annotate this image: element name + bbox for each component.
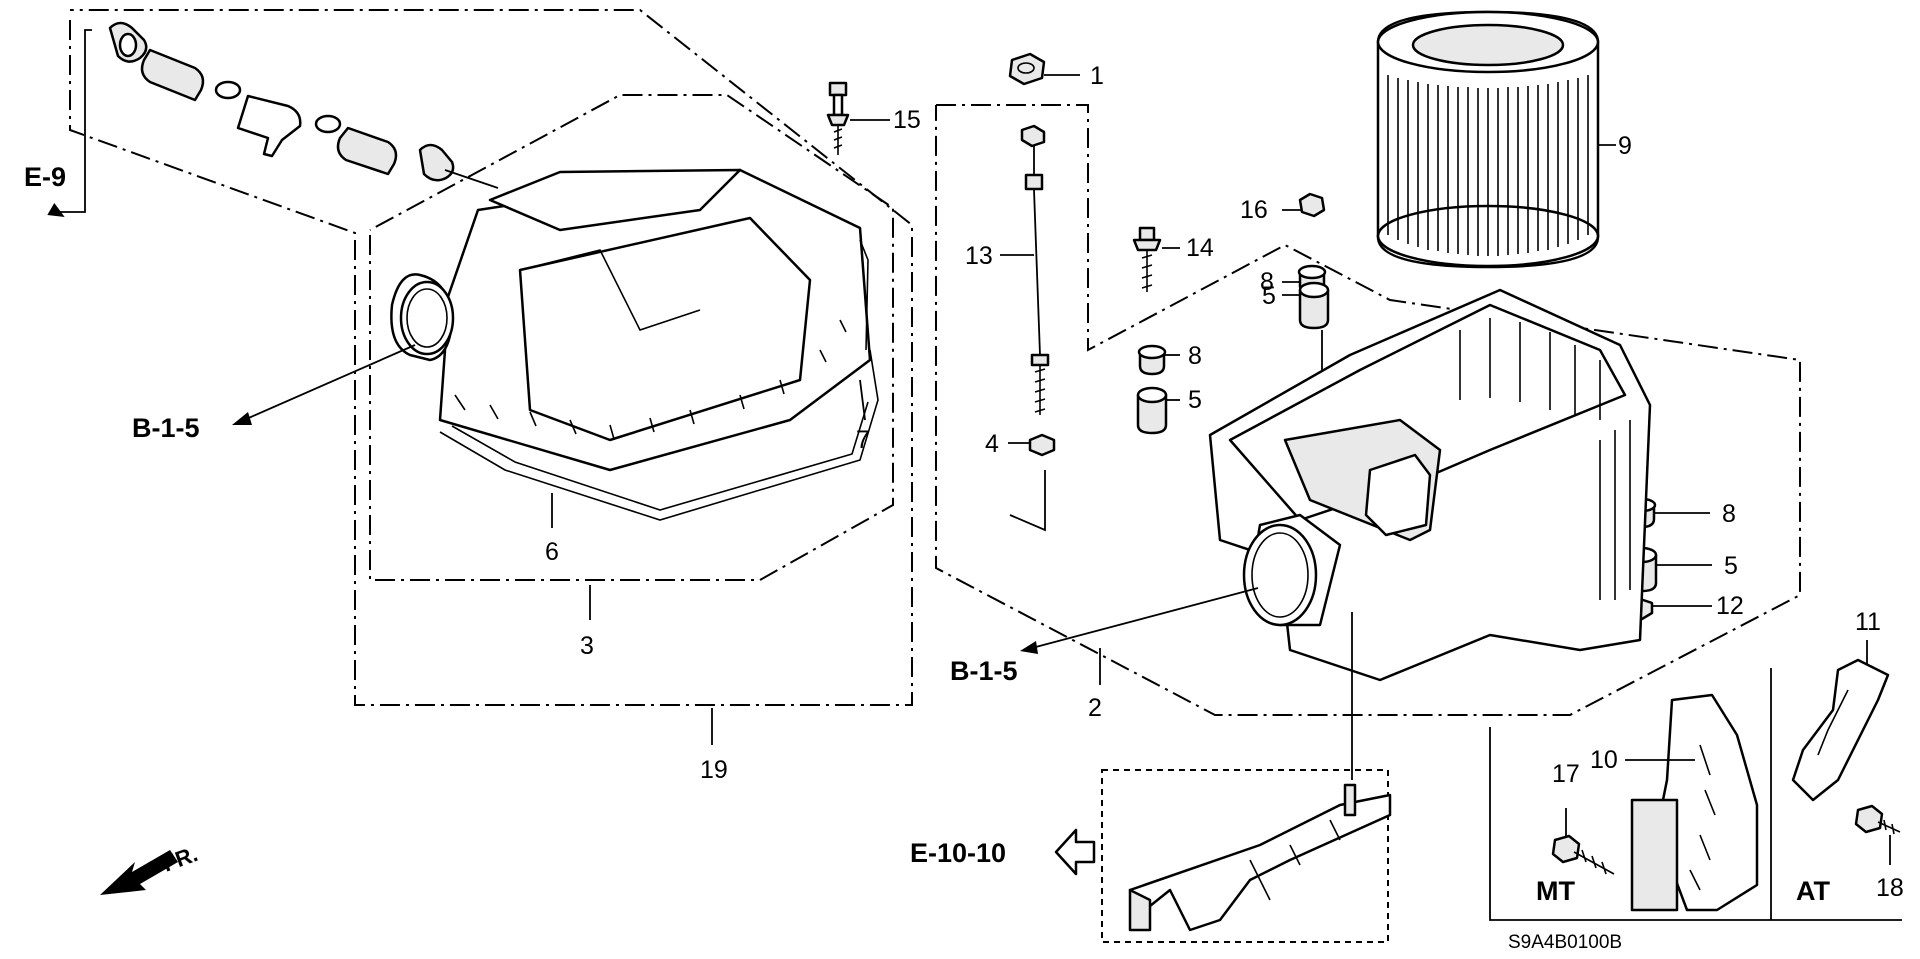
bracket-11-at	[1791, 658, 1890, 802]
label-5-middle: 5	[1188, 386, 1202, 414]
mt-at-box	[1489, 727, 1902, 921]
case-inlet	[1242, 513, 1342, 627]
front-direction-arrow: FR.	[100, 841, 201, 895]
stud-bolt-13	[1009, 124, 1056, 532]
label-17: 17	[1552, 760, 1580, 788]
label-5-upper: 5	[1262, 282, 1276, 310]
label-4: 4	[985, 430, 999, 458]
mounting-bracket	[1128, 783, 1392, 932]
group-outline-2	[935, 104, 1801, 716]
bolt-14	[1132, 226, 1162, 292]
label-18: 18	[1876, 874, 1904, 902]
bolt-15	[826, 81, 850, 155]
label-11: 11	[1855, 608, 1881, 636]
e9-arrowhead	[47, 202, 65, 217]
grommet-5-middle	[1136, 386, 1168, 435]
ref-b15-right: B-1-5	[950, 656, 1018, 686]
label-1: 1	[1090, 62, 1104, 90]
variant-at: AT	[1796, 876, 1830, 906]
grommet-1	[1008, 52, 1046, 86]
b15-right-arrowhead	[1020, 641, 1038, 654]
label-9: 9	[1618, 132, 1632, 160]
air-filter-element	[1376, 10, 1600, 269]
variant-mt: MT	[1536, 876, 1575, 906]
bolt-18	[1854, 804, 1901, 835]
intake-hose-assembly	[108, 21, 499, 189]
label-16: 16	[1240, 196, 1268, 224]
ref-b15-left: B-1-5	[132, 413, 200, 443]
diagram-code: S9A4B0100B	[1508, 932, 1622, 953]
e1010-arrow	[1054, 828, 1096, 876]
ref-e1010: E-10-10	[910, 838, 1006, 868]
label-19: 19	[700, 756, 728, 784]
bracket-10-mt	[1630, 693, 1759, 912]
air-cleaner-cover	[390, 168, 872, 472]
label-12: 12	[1716, 592, 1744, 620]
bracket-box-e1010	[1101, 769, 1389, 943]
gasket	[439, 349, 879, 521]
e9-leader	[56, 29, 92, 213]
b15-left-arrowhead	[232, 412, 252, 425]
label-8-lower: 8	[1722, 500, 1736, 528]
nut-16	[1298, 192, 1326, 218]
grommet-5-upper	[1298, 281, 1330, 330]
label-10: 10	[1590, 746, 1618, 774]
bolt-17	[1551, 834, 1615, 875]
label-14: 14	[1186, 234, 1214, 262]
label-8-upper: 8	[1260, 268, 1274, 296]
label-15: 15	[893, 106, 921, 134]
label-13: 13	[965, 242, 993, 270]
group-outline-19	[69, 9, 913, 706]
collar-8-middle	[1137, 344, 1167, 376]
label-8-middle: 8	[1188, 342, 1202, 370]
group-outline-3	[369, 94, 894, 581]
label-3: 3	[580, 632, 594, 660]
label-7: 7	[856, 426, 870, 454]
label-2: 2	[1088, 694, 1102, 722]
label-5-lower: 5	[1724, 552, 1738, 580]
ref-e9: E-9	[24, 162, 66, 192]
label-6: 6	[545, 538, 559, 566]
front-label: FR.	[159, 841, 201, 877]
